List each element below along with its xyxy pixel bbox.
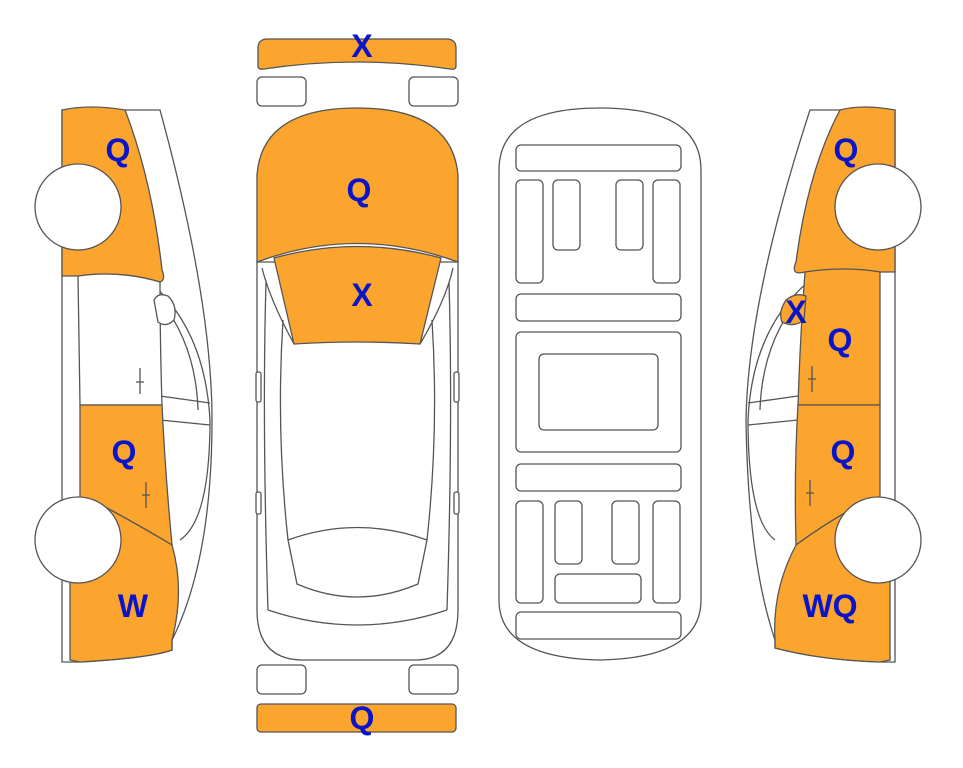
left-headlight <box>256 76 307 107</box>
right-headlight <box>408 76 459 107</box>
left-rear-quarter-code: W <box>118 588 149 624</box>
trunk-line <box>267 609 448 626</box>
right-side-sill2 <box>747 419 799 426</box>
top-view-left-side-line <box>263 281 269 611</box>
rear-bumper-panel[interactable] <box>256 703 457 733</box>
undercarriage-view <box>498 107 702 661</box>
right-front-wheel <box>834 163 922 251</box>
left-rear-wheel <box>34 496 122 584</box>
top-view-body <box>256 261 459 661</box>
left-front-door-handle <box>136 368 144 394</box>
right-rear-door-handle <box>806 480 814 506</box>
top-view-right-side-line <box>446 281 452 611</box>
right-front-fender-code: Q <box>834 132 859 168</box>
right-mirror-panel[interactable] <box>780 294 807 326</box>
left-taillight <box>256 664 307 695</box>
right-front-door-code: Q <box>828 322 853 358</box>
right-side-roof-line <box>747 281 809 541</box>
front-bumper-code: X <box>351 28 373 64</box>
left-front-wheel <box>34 163 122 251</box>
right-rear-wheel <box>834 496 922 584</box>
right-taillight <box>408 664 459 695</box>
windshield-code: X <box>351 277 373 313</box>
right-mirror-code: X <box>785 294 807 330</box>
right-front-door-panel[interactable] <box>797 268 881 406</box>
hood-panel[interactable] <box>256 107 459 263</box>
right-mirror-top <box>453 371 460 403</box>
top-view-left-pillar <box>261 267 295 345</box>
right-front-door-handle <box>808 366 816 392</box>
left-mirror-top <box>255 371 262 403</box>
top-view-right-pillar <box>419 267 454 345</box>
front-bumper-panel[interactable] <box>257 38 457 70</box>
left-front-door-panel[interactable] <box>77 273 163 406</box>
left-side-sill2 <box>159 419 211 426</box>
right-side-sill <box>747 395 799 404</box>
top-view-left-inner <box>279 319 289 541</box>
rear-window <box>287 526 428 598</box>
right-rear-door-code: Q <box>831 434 856 470</box>
rear-bumper-code: Q <box>350 700 375 736</box>
right-handle-top <box>453 491 460 515</box>
left-side-sill <box>159 395 211 404</box>
right-rear-quarter-code: WQ <box>802 588 857 624</box>
windshield-panel[interactable] <box>273 245 442 345</box>
left-handle-top <box>255 491 262 515</box>
left-side-roof-line <box>149 281 211 541</box>
top-view-right-inner <box>426 319 436 541</box>
left-rear-door-code: Q <box>112 434 137 470</box>
left-mirror <box>153 294 176 326</box>
left-front-fender-code: Q <box>106 132 131 168</box>
left-rear-door-handle <box>142 482 150 508</box>
hood-code: Q <box>347 172 372 208</box>
